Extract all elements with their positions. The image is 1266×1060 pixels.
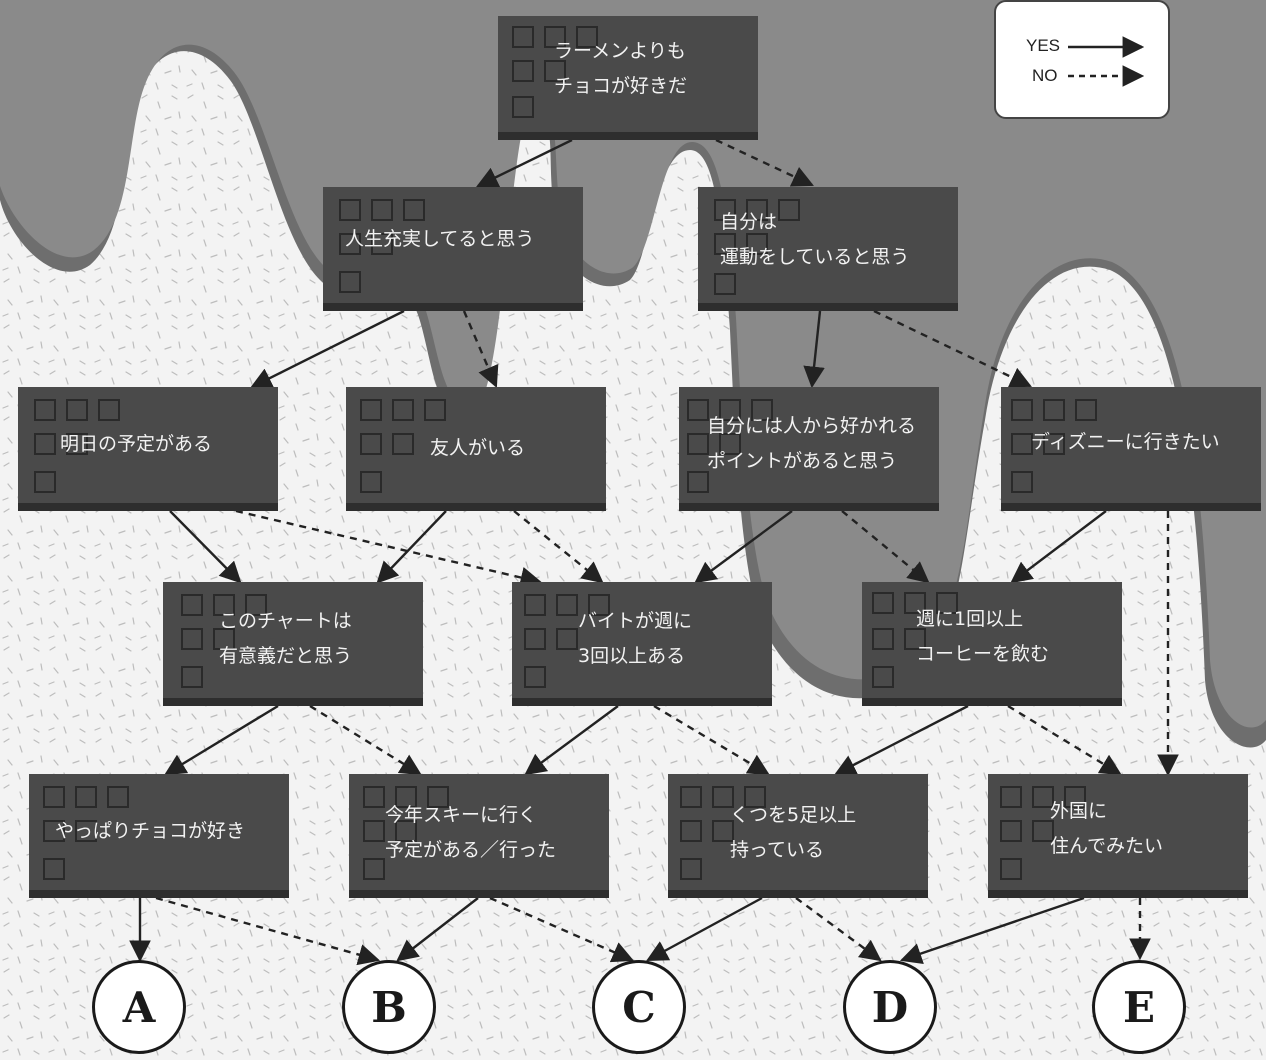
question-text: 週に1回以上 (916, 608, 1024, 630)
arrow-no (1007, 704, 1122, 776)
question-text: 人生充実してると思う (345, 228, 535, 250)
question-chart: このチャートは 有意義だと思う (163, 582, 423, 706)
legend: YES NO (994, 0, 1170, 119)
question-text: コーヒーを飲む (916, 643, 1050, 665)
question-point: 自分には人から好かれる ポイントがあると思う (679, 387, 939, 511)
result-e: E (1092, 960, 1186, 1054)
arrow-yes (646, 896, 763, 962)
arrow-yes (169, 510, 242, 584)
question-text: 予定がある／行った (385, 839, 557, 861)
question-gaikoku: 外国に 住んでみたい (988, 774, 1248, 898)
question-text: 持っている (730, 839, 825, 861)
arrow-yes (376, 510, 447, 584)
result-c: C (592, 960, 686, 1054)
arrow-yes (1010, 510, 1107, 584)
arrow-no (715, 138, 814, 187)
arrow-yes (694, 510, 793, 584)
question-text: 3回以上ある (578, 645, 686, 667)
arrow-yes (899, 896, 1085, 964)
question-text: 自分は (720, 211, 778, 233)
arrow-yes (250, 309, 405, 389)
arrow-no (873, 309, 1032, 388)
question-text: 外国に (1050, 800, 1108, 822)
arrow-no (795, 897, 882, 962)
arrow-yes (396, 897, 479, 962)
question-baito: バイトが週に 3回以上ある (512, 582, 772, 706)
arrow-no (309, 704, 422, 776)
arrow-no (653, 704, 770, 776)
question-text: 今年スキーに行く (385, 804, 538, 826)
arrow-no (235, 509, 543, 589)
question-text: ディズニーに行きたい (1031, 431, 1220, 453)
legend-no-label: NO (1032, 66, 1058, 85)
arrow-yes (834, 704, 969, 776)
arrow-no (489, 896, 634, 963)
question-text: やっぱりチョコが好き (55, 820, 246, 842)
question-ramen: ラーメンよりも チョコが好きだ (498, 16, 758, 140)
question-undou: 自分は 運動をしていると思う (698, 187, 958, 311)
question-text: このチャートは (219, 610, 352, 632)
question-jujitsu: 人生充実してると思う (323, 187, 583, 311)
arrow-yes (476, 138, 573, 188)
question-text: 有意義だと思う (219, 645, 353, 667)
legend-yes-label: YES (1026, 36, 1061, 55)
question-ski: 今年スキーに行く 予定がある／行った (349, 774, 609, 898)
question-kutsu: くつを5足以上 持っている (668, 774, 928, 898)
arrow-no (462, 310, 499, 388)
question-ashita: 明日の予定がある (18, 387, 278, 511)
question-coffee: 週に1回以上 コーヒーを飲む (862, 582, 1122, 706)
question-text: 運動をしていると思う (720, 246, 910, 268)
question-text: 明日の予定がある (60, 433, 213, 455)
legend-arrows (1068, 36, 1145, 87)
question-text: 自分には人から好かれる (707, 415, 917, 437)
question-text: くつを5足以上 (730, 804, 857, 826)
arrow-yes (164, 704, 279, 776)
question-yappari: やっぱりチョコが好き (29, 774, 289, 898)
arrow-no (155, 896, 381, 966)
question-yuujin: 友人がいる (346, 387, 606, 511)
result-a: A (92, 960, 186, 1054)
question-disney: ディズニーに行きたい (1001, 387, 1261, 511)
question-text: 友人がいる (430, 437, 526, 459)
question-text: バイトが週に (578, 610, 693, 632)
question-text: ポイントがあると思う (707, 450, 898, 472)
arrow-no (841, 510, 930, 584)
question-text: 住んでみたい (1050, 835, 1164, 857)
arrow-no (513, 510, 604, 584)
arrow-yes (524, 705, 619, 776)
arrow-yes (803, 310, 825, 389)
result-b: B (342, 960, 436, 1054)
question-text: ラーメンよりも (554, 40, 686, 62)
question-text: チョコが好きだ (554, 75, 688, 97)
result-d: D (843, 960, 937, 1054)
